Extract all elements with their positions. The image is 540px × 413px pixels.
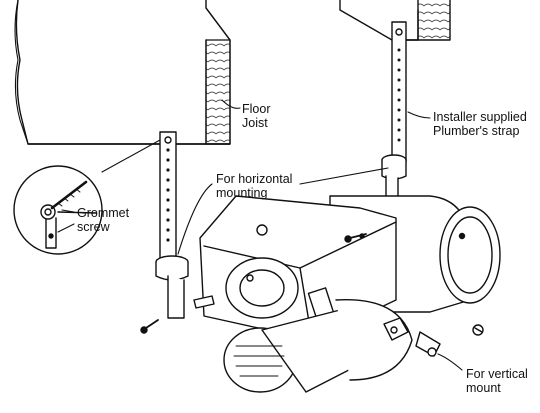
left-plumbers-strap [155,131,189,319]
power-vent-assembly [140,195,501,393]
installer-strap-label: Installer supplied Plumber's strap [433,110,527,138]
right-plumbers-strap [381,21,407,213]
vertical-mount-label-line2: mount [466,381,501,395]
grommet-screw-label: Grommet screw [77,206,129,234]
floor-joist-label: Floor Joist [242,102,270,130]
grommet-screw-detail [13,165,103,255]
floor-joist-label-line1: Floor [242,102,271,116]
horizontal-mounting-label-line1: For horizontal [216,172,293,186]
grommet-screw-label-line2: screw [77,220,110,234]
installer-strap-label-line1: Installer supplied [433,110,527,124]
grommet-screw-label-line1: Grommet [77,206,130,220]
horizontal-mounting-label: For horizontal mounting [216,172,292,200]
vertical-mount-label: For vertical mount [466,367,528,395]
vertical-mount-label-line1: For vertical [466,367,528,381]
installer-strap-label-line2: Plumber's strap [433,124,520,138]
leader-lines [57,99,463,371]
horizontal-mounting-label-line2: mounting [216,186,268,200]
left-floor-joist [14,0,231,145]
floor-joist-label-line2: Joist [242,116,268,130]
